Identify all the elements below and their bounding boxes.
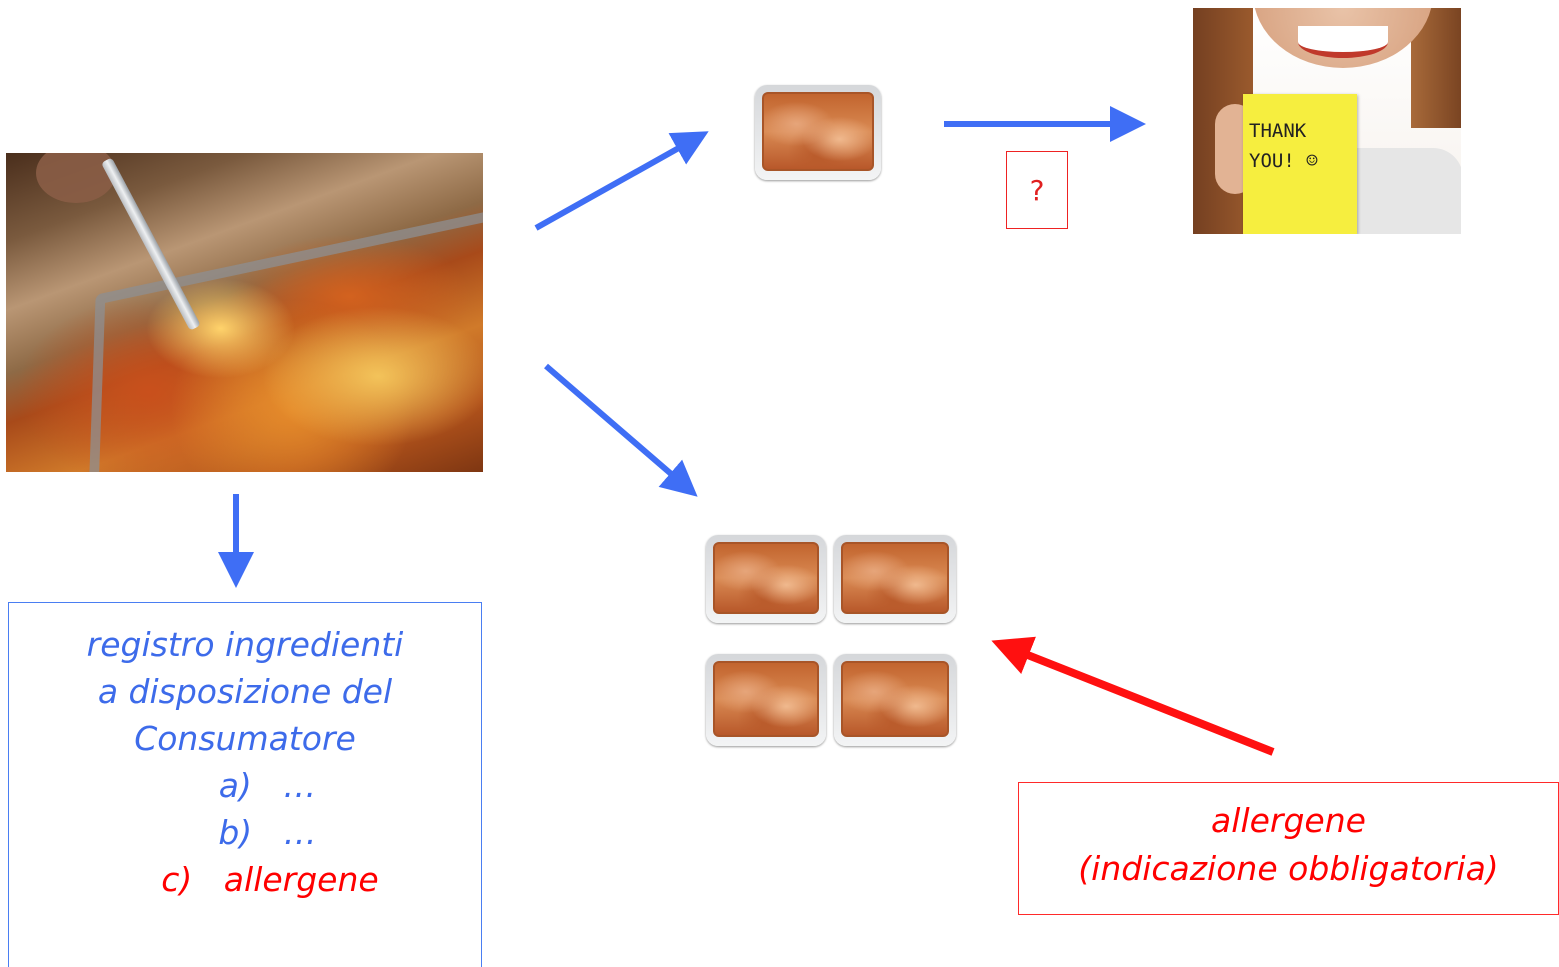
note-line-2: YOU! ☺: [1249, 150, 1318, 172]
register-item-a: a) …: [9, 762, 481, 809]
allergen-label-box: allergene (indicazione obbligatoria): [1018, 782, 1559, 915]
packaged-portion-3: [706, 654, 826, 746]
packaged-portion-2: [834, 535, 956, 623]
item-text: allergene: [223, 860, 379, 899]
item-marker: a): [218, 766, 252, 805]
allergen-line-2: (indicazione obbligatoria): [1078, 849, 1499, 888]
register-line-2: a disposizione del: [97, 672, 393, 711]
item-marker: c): [161, 860, 193, 899]
register-line-3: Consumatore: [134, 719, 356, 758]
register-item-b: b) …: [9, 809, 481, 856]
allergen-line-1: allergene: [1211, 801, 1366, 840]
register-line-1: registro ingredienti: [86, 625, 404, 664]
thank-you-photo: THANK YOU! ☺: [1193, 8, 1461, 234]
sticky-note: THANK YOU! ☺: [1243, 94, 1357, 234]
ingredient-register-box: registro ingredienti a disposizione del …: [8, 602, 482, 967]
item-text: …: [283, 766, 317, 805]
arrow-allergen-label: [991, 636, 1275, 756]
item-text: …: [283, 813, 317, 852]
question-box: ?: [1006, 151, 1068, 229]
packaged-portion-1: [706, 535, 826, 623]
register-item-c: c) allergene: [9, 856, 481, 903]
arrow-to-packaged-portions: [544, 363, 698, 497]
note-line-1: THANK: [1249, 120, 1307, 142]
item-marker: b): [218, 813, 253, 852]
single-portion-tray: [755, 85, 881, 180]
arrow-to-single-portion: [534, 131, 709, 231]
lasagna-serving-photo: [6, 153, 483, 472]
packaged-portion-4: [834, 654, 956, 746]
